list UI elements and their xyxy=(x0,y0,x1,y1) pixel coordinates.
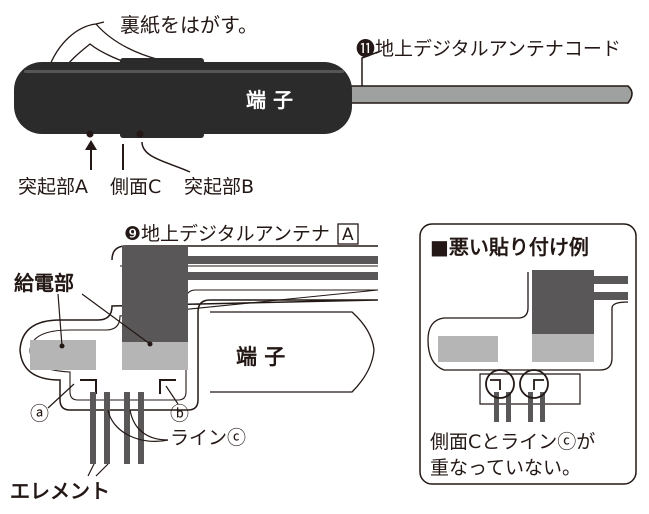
bad-antenna-wire-1 xyxy=(594,276,628,284)
arrow-head-a xyxy=(85,140,97,150)
placement-diagram: ❾地上デジタルアンテナ A 端 子 給電部 ⓐ ⓑ ラインⓒ xyxy=(10,223,379,503)
peel-note: 裏紙をはがす。 xyxy=(120,13,258,37)
feed-leader-1 xyxy=(57,293,63,347)
antenna-strip-light xyxy=(122,342,188,370)
antenna-label: ❾地上デジタルアンテナ xyxy=(124,223,330,245)
bad-antenna-light xyxy=(532,334,594,362)
terminal-label: 端 子 xyxy=(246,88,293,112)
terminal-body xyxy=(14,62,352,134)
bad-element-line-3 xyxy=(528,392,533,422)
element-line-4 xyxy=(138,392,144,464)
bad-element-line-4 xyxy=(540,392,545,422)
line-leader-2 xyxy=(107,409,169,442)
protrusion-a-dot xyxy=(86,130,94,138)
protrusion-a-label: 突起部A xyxy=(18,176,88,198)
bad-arrow-right xyxy=(533,379,544,390)
cable-leader xyxy=(361,51,379,86)
terminal-ridge xyxy=(120,130,204,138)
bad-antenna-dark xyxy=(532,270,594,334)
contact-b xyxy=(159,379,176,394)
element-label: エレメント xyxy=(10,479,110,503)
terminal-outline xyxy=(210,311,375,393)
cable-label: ⓫地上デジタルアンテナコード xyxy=(356,38,621,60)
feed-dot-right xyxy=(147,341,153,347)
bad-element-line-1 xyxy=(494,392,499,422)
antenna-wire-1 xyxy=(188,256,378,264)
antenna-strip-dark xyxy=(122,246,188,342)
bad-antenna-outline xyxy=(427,272,629,371)
main-terminal-label: 端 子 xyxy=(236,345,285,369)
terminal-diagram: 端 子 裏紙をはがす。 ⓫地上デジタルアンテナコード 突起部A 側面C 突起部B xyxy=(14,13,633,198)
element-line-2 xyxy=(104,392,110,464)
bad-highlight-right xyxy=(519,369,549,399)
marker-b: ⓑ xyxy=(170,403,189,425)
bad-terminal-outline xyxy=(479,373,581,405)
line-label: ラインⓒ xyxy=(170,427,246,449)
element-leader-1 xyxy=(87,463,95,477)
bad-example-note-2: 重なっていない。 xyxy=(430,457,581,479)
marker-a-leader xyxy=(47,383,75,409)
bad-arrow-left xyxy=(490,379,501,390)
terminal-highlight xyxy=(24,70,344,73)
peel-leader xyxy=(95,21,105,25)
feed-label: 給電部 xyxy=(14,271,74,295)
antenna-cable xyxy=(339,85,633,104)
line-leader-1 xyxy=(129,409,169,441)
element-leader-2 xyxy=(95,463,109,477)
antenna-box-frame xyxy=(337,223,359,245)
element-line-1 xyxy=(90,392,96,464)
bad-example-title: ■悪い貼り付け例 xyxy=(430,235,589,259)
element-line-3 xyxy=(124,392,130,464)
bad-element-line-2 xyxy=(506,392,511,422)
contact-a xyxy=(80,379,97,394)
side-c-label: 側面C xyxy=(110,176,161,198)
bad-example-note-1: 側面Cとラインⓒが xyxy=(430,431,595,453)
marker-b-leader xyxy=(165,385,179,405)
bad-example-panel: ■悪い貼り付け例 側面Cとラインⓒが 重なっていない。 xyxy=(419,223,637,485)
terminal-ridge xyxy=(120,58,204,66)
protrusion-b-label: 突起部B xyxy=(184,176,254,198)
marker-a: ⓐ xyxy=(30,403,49,425)
arrow-up-b xyxy=(141,141,191,173)
feed-dot-left xyxy=(59,343,65,349)
bad-highlight-left xyxy=(485,369,515,399)
bad-feed-pad xyxy=(438,336,498,362)
protrusion-b-dot xyxy=(136,130,144,138)
feed-leader-2 xyxy=(81,293,151,345)
bad-antenna-wire-2 xyxy=(594,292,628,300)
antenna-wire-2 xyxy=(188,272,378,280)
antenna-box-label: A xyxy=(342,225,354,245)
